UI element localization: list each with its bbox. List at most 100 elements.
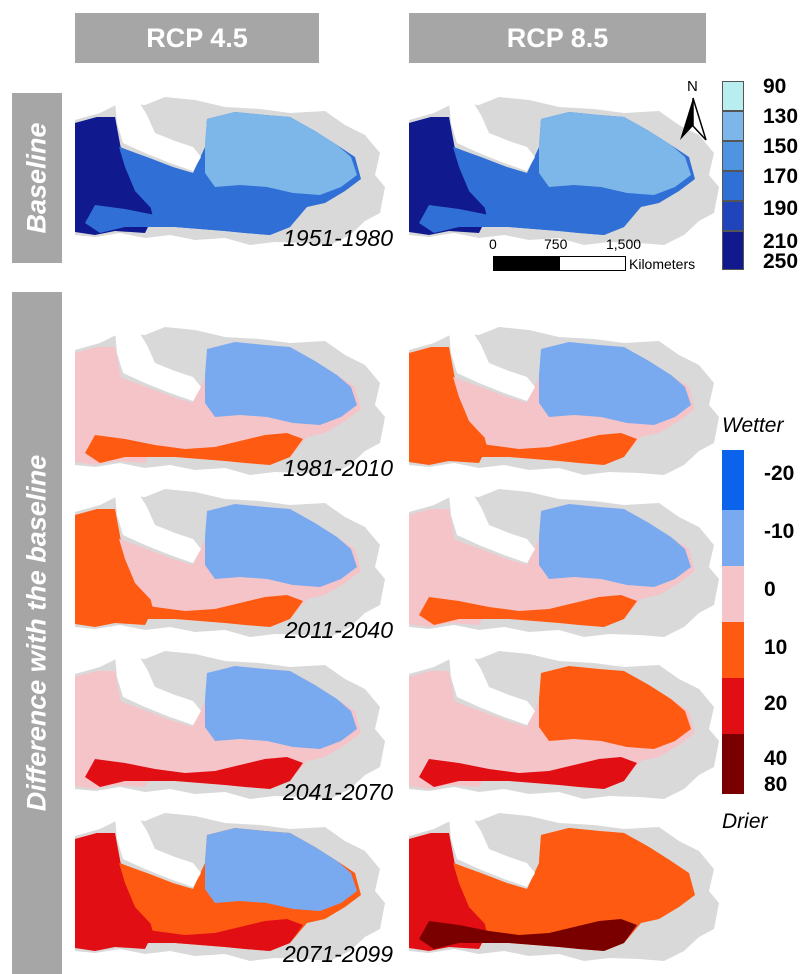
baseline-legend-label: 90 xyxy=(763,75,787,98)
baseline-legend-label: 250 xyxy=(763,250,799,273)
map-canvas xyxy=(409,489,719,637)
map-region-south xyxy=(419,203,637,235)
baseline-legend-label: 190 xyxy=(763,197,799,220)
map-region-east xyxy=(205,342,357,425)
map-region-west xyxy=(75,833,153,951)
map-region-west xyxy=(75,117,153,235)
map-region-south xyxy=(419,433,637,465)
baseline-row-label: Baseline xyxy=(21,122,52,234)
map-region-south xyxy=(85,203,303,235)
difference-legend-label: 10 xyxy=(764,636,788,659)
baseline-legend-label: 130 xyxy=(763,105,799,128)
period-label-2071-2099: 2071-2099 xyxy=(283,941,393,967)
map-hudson-bay xyxy=(449,815,535,887)
map-region-east xyxy=(539,828,691,911)
map-region-central xyxy=(119,377,203,447)
map-region-central xyxy=(453,377,537,447)
map-region-south xyxy=(85,919,303,951)
difference-legend-label: 0 xyxy=(764,578,776,601)
map-region-south xyxy=(85,595,303,627)
map-region-south xyxy=(419,757,637,789)
map-canvas xyxy=(409,813,719,961)
map-region-south xyxy=(85,433,303,465)
map-2011-2040-rcp45: 2011-2040 xyxy=(75,487,395,643)
baseline-legend-label: 150 xyxy=(763,135,799,158)
map-hudson-bay xyxy=(115,653,201,725)
difference-legend-swatch xyxy=(722,678,744,734)
baseline-legend-swatch xyxy=(722,111,744,141)
map-region-west xyxy=(409,509,487,627)
map-region-central xyxy=(119,539,203,609)
header-rcp45: RCP 4.5 xyxy=(75,13,319,63)
baseline-legend-label: 210 xyxy=(763,230,799,253)
map-region-central xyxy=(119,863,203,933)
difference-row-label-bar: Difference with the baseline xyxy=(12,292,62,974)
map-canvas xyxy=(75,813,385,961)
map-region-east xyxy=(205,504,357,587)
map-region-east xyxy=(205,666,357,749)
difference-legend-swatch xyxy=(722,450,744,510)
map-hudson-bay xyxy=(449,329,535,401)
map-region-west xyxy=(409,117,487,235)
period-label-baseline: 1951-1980 xyxy=(283,225,393,251)
map-2041-2070-rcp85 xyxy=(409,649,729,804)
baseline-legend-swatch xyxy=(722,141,744,171)
difference-legend-label: 40 xyxy=(764,747,788,770)
map-region-central xyxy=(119,701,203,771)
map-region-south xyxy=(419,595,637,627)
map-region-central xyxy=(119,147,203,217)
map-region-central xyxy=(453,863,537,933)
baseline-legend-swatch xyxy=(722,201,744,231)
difference-legend-label: -20 xyxy=(764,462,795,485)
scale-tick-750: 750 xyxy=(544,236,568,252)
scale-tick-1500: 1,500 xyxy=(606,236,642,252)
scale-segment-white xyxy=(559,256,626,271)
map-region-west xyxy=(75,671,153,789)
baseline-legend-label: 170 xyxy=(763,165,799,188)
map-region-east xyxy=(539,666,691,749)
map-hudson-bay xyxy=(449,99,535,171)
difference-legend-swatch xyxy=(722,566,744,622)
difference-legend-label: 20 xyxy=(764,692,788,715)
map-hudson-bay xyxy=(449,491,535,563)
map-region-east xyxy=(205,828,357,911)
north-arrow-icon xyxy=(680,97,707,141)
map-2071-2099-rcp85 xyxy=(409,811,729,966)
baseline-legend-swatch xyxy=(722,171,744,201)
map-canvas xyxy=(409,327,719,475)
map-canvas xyxy=(75,97,385,245)
period-label-2011-2040: 2011-2040 xyxy=(284,617,393,643)
north-label: N xyxy=(687,78,698,95)
map-canvas xyxy=(409,97,719,245)
difference-legend-swatch xyxy=(722,622,744,678)
map-hudson-bay xyxy=(449,653,535,725)
map-2041-2070-rcp45: 2041-2070 xyxy=(75,649,395,805)
map-region-west xyxy=(409,671,487,789)
baseline-row-label-bar: Baseline xyxy=(12,93,62,263)
map-canvas xyxy=(75,651,385,799)
map-region-west xyxy=(409,833,487,951)
scale-segment-black xyxy=(493,256,560,271)
legend-wetter-label: Wetter xyxy=(722,414,784,437)
map-1981-2010-rcp45: 1981-2010 xyxy=(75,325,395,481)
difference-legend-swatch xyxy=(722,510,744,566)
map-hudson-bay xyxy=(115,491,201,563)
map-region-west xyxy=(75,347,153,465)
map-2071-2099-rcp45: 2071-2099 xyxy=(75,811,395,967)
map-1981-2010-rcp85 xyxy=(409,325,729,480)
map-region-south xyxy=(85,757,303,789)
legend-drier-label: Drier xyxy=(722,810,768,833)
difference-legend-label: 80 xyxy=(764,773,788,796)
baseline-legend-swatch xyxy=(722,81,744,111)
map-canvas xyxy=(409,651,719,799)
map-baseline-rcp85 xyxy=(409,95,729,250)
map-region-east xyxy=(539,342,691,425)
difference-legend-swatch xyxy=(722,734,744,794)
map-region-east xyxy=(539,504,691,587)
map-region-central xyxy=(453,147,537,217)
map-baseline-rcp45: 1951-1980 xyxy=(75,95,395,251)
map-hudson-bay xyxy=(115,815,201,887)
scale-tick-0: 0 xyxy=(489,236,497,252)
map-canvas xyxy=(75,327,385,475)
period-label-1981-2010: 1981-2010 xyxy=(283,455,393,481)
